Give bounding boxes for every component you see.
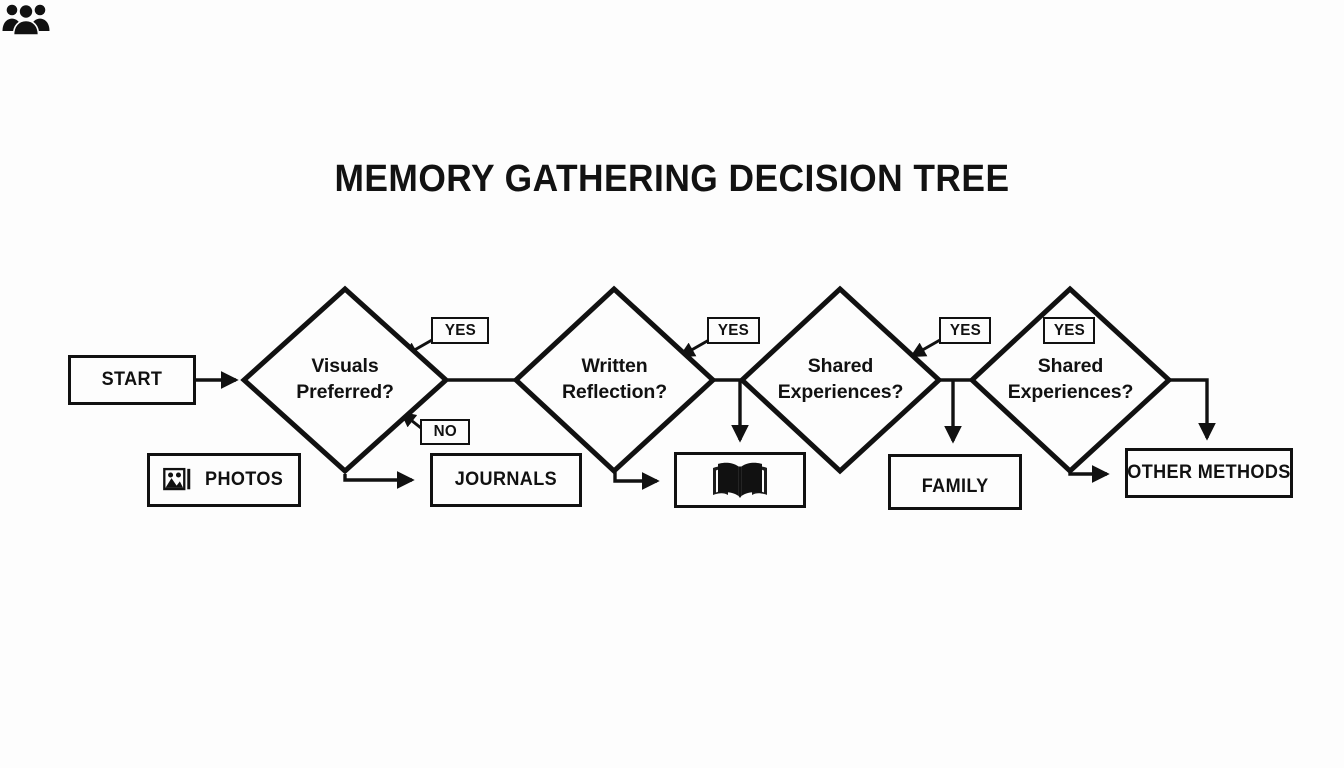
- family-node-label: FAMILY: [921, 476, 989, 497]
- decision-label: Shared Experiences?: [968, 285, 1173, 475]
- edge-label-text: YES: [444, 321, 476, 339]
- decision-label-line1: Written: [581, 355, 648, 378]
- journals-node-label: JOURNALS: [454, 469, 558, 490]
- people-group-icon: [0, 0, 56, 40]
- edge-label-text: YES: [1053, 321, 1085, 339]
- decision-label: Visuals Preferred?: [240, 285, 450, 475]
- edge-label-text: YES: [949, 321, 981, 339]
- open-book-icon: [708, 458, 772, 502]
- edge-decision1-to-journals: [343, 471, 415, 489]
- other-methods-node-label: OTHER METHODS: [1127, 462, 1291, 483]
- decision-node-shared-experiences-2[interactable]: Shared Experiences?: [968, 285, 1173, 475]
- decision-label-line1: Shared: [1037, 355, 1104, 378]
- decision-label-line1: Shared: [807, 355, 874, 378]
- edge-label-yes-1[interactable]: YES: [431, 317, 489, 344]
- edge-label-yes-4[interactable]: YES: [1043, 317, 1095, 344]
- decision-label: Shared Experiences?: [738, 285, 943, 475]
- decision-node-written-reflection[interactable]: Written Reflection?: [512, 285, 717, 475]
- diamond-shape: [738, 285, 943, 475]
- decision-label-line2: Experiences?: [1007, 381, 1134, 403]
- decision-label: Written Reflection?: [512, 285, 717, 475]
- edge-label-text: YES: [717, 321, 750, 339]
- family-node[interactable]: FAMILY: [888, 454, 1022, 510]
- book-node[interactable]: [674, 452, 806, 508]
- photos-node-label: PHOTOS: [204, 469, 284, 490]
- decision-label-line2: Experiences?: [777, 381, 904, 403]
- edge-label-yes-2[interactable]: YES: [707, 317, 760, 344]
- edge-decision2-to-book-left: [613, 472, 660, 490]
- edge-label-no-1[interactable]: NO: [420, 419, 470, 445]
- decision-label-line2: Reflection?: [561, 381, 668, 403]
- page-title: MEMORY GATHERING DECISION TREE: [334, 158, 1010, 200]
- start-node[interactable]: START: [68, 355, 196, 405]
- other-methods-node[interactable]: OTHER METHODS: [1125, 448, 1293, 498]
- photos-node[interactable]: PHOTOS: [147, 453, 301, 507]
- decision-node-shared-experiences-1[interactable]: Shared Experiences?: [738, 285, 943, 475]
- edge-decision4-to-other-top: [1168, 378, 1216, 441]
- edge-label-text: NO: [433, 423, 457, 440]
- edge-yes3-pointer-real: [909, 338, 941, 358]
- decision-label-line2: Preferred?: [296, 381, 394, 403]
- decision-label-line1: Visuals: [311, 355, 379, 378]
- decision-node-visuals-preferred[interactable]: Visuals Preferred?: [240, 285, 450, 475]
- start-node-label: START: [101, 369, 163, 390]
- edge-label-yes-3[interactable]: YES: [939, 317, 991, 344]
- diamond-shape: [968, 285, 1173, 475]
- photo-icon: [162, 467, 193, 493]
- journals-node[interactable]: JOURNALS: [430, 453, 582, 507]
